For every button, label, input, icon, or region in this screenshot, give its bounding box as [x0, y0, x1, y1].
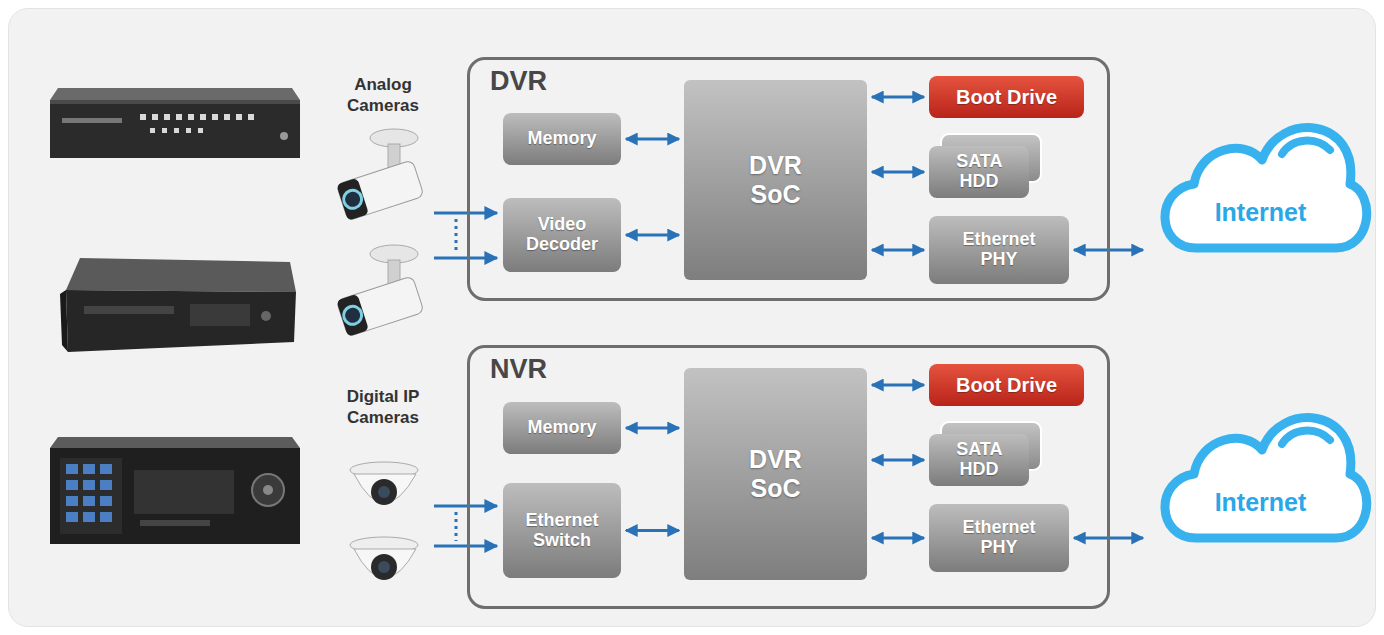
component-box: Ethernet PHY — [929, 504, 1069, 572]
component-box: SATA HDD — [929, 146, 1029, 198]
node-label: DVR SoC — [749, 445, 802, 503]
boot-drive-box: Boot Drive — [929, 76, 1084, 118]
soc-box: DVR SoC — [684, 368, 867, 580]
bullet-camera — [336, 129, 424, 221]
boot-drive-box: Boot Drive — [929, 364, 1084, 406]
bullet-camera — [336, 245, 424, 337]
bidirectional-arrow — [626, 234, 679, 237]
internet-cloud: Internet — [1148, 378, 1373, 563]
soc-box: DVR SoC — [684, 80, 867, 280]
component-box: Memory — [503, 113, 621, 165]
bidirectional-arrow — [626, 138, 679, 141]
container-heading: DVR — [490, 66, 547, 97]
component-box: SATA HDD — [929, 434, 1029, 486]
dome-camera — [350, 462, 418, 505]
container-heading: NVR — [490, 354, 547, 385]
bidirectional-arrow — [872, 384, 924, 387]
bidirectional-arrow — [872, 171, 924, 174]
component-box: Memory — [503, 402, 621, 454]
node-label: Internet — [1215, 198, 1307, 227]
node-label: Boot Drive — [956, 374, 1057, 397]
node-label: Ethernet PHY — [962, 230, 1035, 270]
node-label: SATA HDD — [956, 152, 1002, 192]
nvr-device — [50, 437, 300, 544]
node-label: Memory — [527, 418, 596, 438]
dvr-device — [60, 258, 296, 352]
bidirectional-arrow — [872, 537, 924, 540]
node-label: SATA HDD — [956, 440, 1002, 480]
node-label: Ethernet Switch — [525, 511, 598, 551]
bidirectional-arrow — [872, 96, 924, 99]
node-label: Boot Drive — [956, 86, 1057, 109]
bidirectional-arrow — [626, 529, 679, 532]
component-box: Ethernet Switch — [503, 483, 621, 578]
node-label: Ethernet PHY — [962, 518, 1035, 558]
component-box: Ethernet PHY — [929, 216, 1069, 284]
dome-camera — [350, 537, 418, 580]
bidirectional-arrow — [872, 249, 924, 252]
bidirectional-arrow — [626, 427, 679, 430]
node-label: Internet — [1215, 488, 1307, 517]
camera-feed-arrows — [434, 213, 497, 546]
dvr-device — [50, 88, 300, 158]
camera-caption: Digital IP Cameras — [318, 386, 448, 429]
component-box: Video Decoder — [503, 198, 621, 272]
internet-cloud: Internet — [1148, 88, 1373, 273]
device-container: DVR MemoryVideo Decoder DVR SoC Boot DriveS… — [467, 57, 1110, 301]
node-label: Video Decoder — [526, 215, 598, 255]
cloud-outline — [1148, 378, 1373, 563]
camera-caption: Analog Cameras — [318, 74, 448, 117]
node-label: Memory — [527, 129, 596, 149]
device-container: NVR MemoryEthernet Switch DVR SoC Boot Driv… — [467, 345, 1110, 609]
cloud-outline — [1148, 88, 1373, 273]
bidirectional-arrow — [872, 459, 924, 462]
node-label: DVR SoC — [749, 151, 802, 209]
